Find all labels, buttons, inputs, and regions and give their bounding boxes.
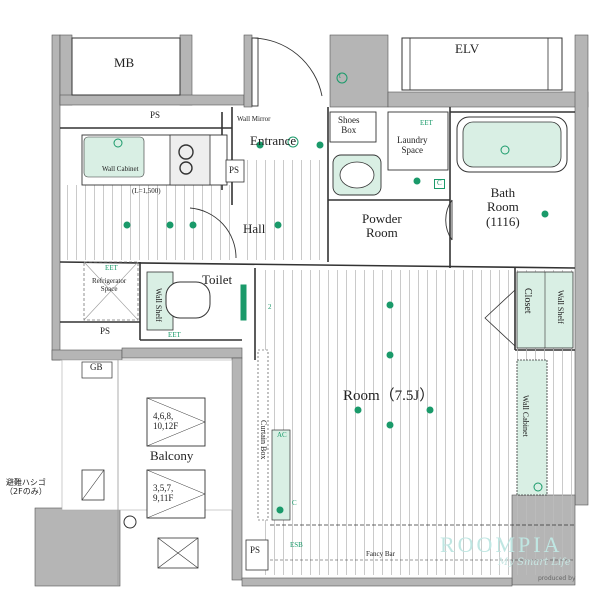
eet-label-3: EET — [168, 331, 181, 339]
ps-box-bottom — [245, 539, 269, 571]
fridge-line1: Refrigerator — [92, 277, 127, 285]
mb-label: MB — [114, 55, 135, 70]
mb-box — [71, 37, 181, 96]
room-label: Room（7.5J） — [343, 388, 435, 404]
hall-label: Hall — [243, 221, 266, 236]
room-wall-cabinet — [516, 359, 548, 496]
eet-label: EET — [420, 119, 433, 127]
e2-label: 2 — [268, 303, 272, 311]
floor-box-b — [146, 469, 206, 519]
shoes-box-line1: Shoes — [338, 115, 360, 125]
eet-label-2: EET — [105, 264, 118, 272]
wall-shelf-closet-label: Wall Shelf — [555, 290, 565, 324]
gb-label: GB — [90, 362, 103, 372]
floors-b-label: 3,5,7, 9,11F — [153, 483, 174, 504]
bath-line1: Bath — [490, 185, 516, 200]
ac-label: AC — [277, 431, 287, 439]
laundry-line1: Laundry — [397, 135, 428, 145]
shoes-box-line2: Box — [341, 124, 357, 135]
floors-a-line2: 10,12F — [153, 420, 179, 431]
brand-tagline: My Smart Life — [498, 557, 571, 568]
gb-box — [81, 361, 113, 379]
bath-line2: Room — [486, 199, 519, 215]
ac-unit — [271, 429, 291, 521]
ps-bottom-label: PS — [250, 545, 261, 555]
wall-cabinet-kitchen-label: Wall Cabinet — [102, 165, 139, 173]
entrance-door — [251, 37, 323, 107]
kitchen-counter — [81, 134, 228, 186]
symbol-c2: C — [292, 499, 297, 507]
bath-room-label: Bath Room (1116) — [486, 185, 520, 229]
shoes-box-label: Shoes Box — [338, 115, 360, 136]
ps-box-kitchen — [225, 159, 245, 183]
floors-a-label: 4,6,8, 10,12F — [153, 411, 179, 432]
wall-cabinet-room-label: Wall Cabinet — [520, 395, 530, 437]
powder-line1: Powder — [362, 211, 402, 226]
curtain-box-label: Curtain Box — [258, 420, 268, 460]
wall-mirror-label: Wall Mirror — [237, 115, 271, 123]
ps-top-label: PS — [150, 110, 161, 120]
bathtub — [456, 116, 568, 173]
floors-a-line1: 4,6,8, — [153, 411, 174, 421]
toilet-door — [189, 207, 237, 259]
symbol-c: C — [434, 179, 445, 189]
fridge-label: Refrigerator Space — [92, 277, 127, 293]
closet-label: Closet — [522, 288, 533, 314]
evac-line1: 避難ハシゴ — [5, 478, 46, 487]
symbol-t: t — [339, 72, 341, 80]
wall-shelf-toilet-label: Wall Shelf — [153, 288, 163, 322]
ps-left-label: PS — [100, 326, 111, 336]
hall-floor — [244, 160, 328, 260]
shoes-box-unit — [329, 111, 377, 143]
fridge-space — [83, 261, 139, 321]
closet — [484, 271, 574, 349]
bath-line3: (1116) — [486, 213, 520, 229]
kitchen-length-label: (L=1,500) — [132, 187, 161, 195]
toilet-fixture — [146, 271, 211, 331]
bath-door — [445, 199, 453, 241]
laundry-unit — [387, 111, 449, 171]
evac-ladder-label: 避難ハシゴ （2Fのみ） — [5, 478, 47, 497]
drain-icon — [123, 515, 137, 529]
floors-b-line1: 3,5,7, — [153, 483, 174, 493]
laundry-label: Laundry Space — [397, 135, 428, 156]
elevator-shaft — [401, 37, 563, 91]
floor-box-a — [146, 397, 206, 447]
brand-produced: produced by — [538, 575, 576, 582]
elv-label: ELV — [455, 41, 480, 56]
esb-label: ESB — [290, 541, 303, 549]
curtain-box — [257, 349, 269, 521]
lighting-symbols — [113, 72, 549, 514]
balcony-label: Balcony — [150, 448, 194, 463]
fancy-bar-label: Fancy Bar — [366, 550, 395, 558]
kitchen-floor — [60, 185, 232, 260]
entrance-label: Entrance — [250, 133, 297, 148]
fridge-line2: Space — [100, 284, 118, 293]
toilet-label: Toilet — [202, 272, 233, 287]
ps-kitchen-label: PS — [229, 165, 240, 175]
brand-logo: ROOMPIA — [440, 532, 563, 557]
evac-line2: （2Fのみ） — [5, 486, 47, 496]
floors-b-line2: 9,11F — [153, 492, 174, 503]
laundry-line2: Space — [401, 144, 424, 155]
powder-room-label: Powder Room — [362, 211, 402, 241]
powder-line2: Room — [365, 225, 398, 241]
